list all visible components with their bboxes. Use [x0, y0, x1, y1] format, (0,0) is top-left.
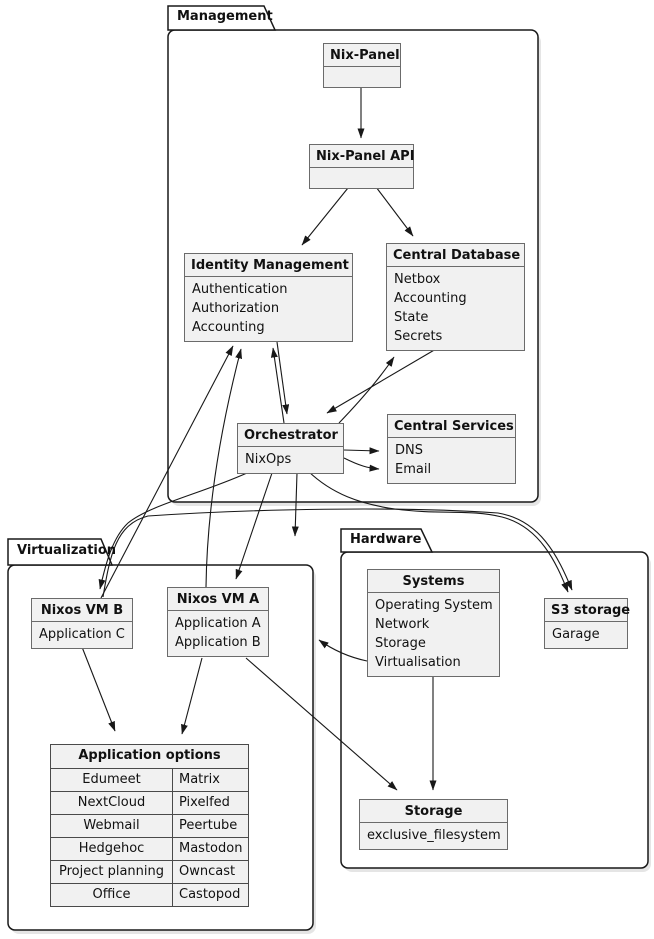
- list-item: Netbox: [394, 272, 441, 287]
- management-frame: [167, 29, 539, 503]
- node-central-services-title: Central Services: [388, 415, 515, 438]
- node-central-services: Central Services DNS Email: [387, 414, 516, 484]
- node-s3-storage: S3 storage Garage: [544, 598, 630, 649]
- list-item: Operating System: [375, 598, 493, 613]
- node-systems-body: Operating System Network Storage Virtual…: [368, 593, 499, 676]
- node-nix-panel-api-body: [310, 168, 413, 188]
- table-cell: Edumeet: [51, 768, 172, 791]
- edge-orchestrator-to-identity: [270, 347, 285, 424]
- list-item: Authorization: [192, 301, 280, 316]
- node-systems: Systems Operating System Network Storage…: [367, 569, 500, 677]
- table-cell: Owncast: [172, 860, 248, 883]
- node-central-services-body: DNS Email: [388, 438, 515, 483]
- edge-orchestrator-to-centraldb: [338, 356, 395, 424]
- virtualization-tab: [7, 538, 114, 566]
- edge-vma-to-storage: [245, 657, 398, 791]
- list-item: exclusive_filesystem: [367, 828, 501, 843]
- list-item: Application A: [175, 616, 261, 631]
- table-cell: Peertube: [172, 814, 248, 837]
- node-identity-management-body: Authentication Authorization Accounting: [185, 277, 352, 341]
- node-orchestrator-title: Orchestrator: [238, 424, 343, 447]
- list-item: Accounting: [394, 291, 467, 306]
- list-item: Application B: [175, 635, 261, 650]
- table-cell: Mastodon: [172, 837, 248, 860]
- node-nix-panel-title: Nix-Panel: [324, 44, 400, 67]
- edge-vmb-to-identity: [100, 345, 234, 599]
- list-item: Authentication: [192, 282, 288, 297]
- package-label-virtualization: Virtualization: [17, 543, 117, 558]
- list-item: Virtualisation: [375, 655, 461, 670]
- node-orchestrator-body: NixOps: [238, 447, 343, 473]
- list-item: NixOps: [245, 452, 292, 467]
- edge-orchestrator-to-vmb: [98, 472, 248, 590]
- node-identity-management: Identity Management Authentication Autho…: [184, 253, 353, 342]
- node-nixos-vm-a-body: Application A Application B: [168, 611, 268, 656]
- node-nix-panel-api-title: Nix-Panel API: [310, 145, 415, 168]
- package-label-management: Management: [177, 9, 273, 24]
- node-nixos-vm-b-body: Application C: [32, 622, 132, 648]
- node-s3-storage-body: Garage: [545, 622, 627, 648]
- edges: [81, 82, 573, 791]
- node-central-database: Central Database Netbox Accounting State…: [386, 243, 525, 351]
- table-cell: Project planning: [51, 860, 172, 883]
- list-item: Application C: [39, 627, 125, 642]
- table-cell: Webmail: [51, 814, 172, 837]
- edge-orchestrator-to-virtualization: [291, 472, 299, 537]
- hardware-tab: [340, 528, 434, 553]
- node-orchestrator: Orchestrator NixOps: [237, 423, 344, 474]
- edge-systems-to-virtualization: [318, 639, 368, 662]
- node-nixos-vm-a-title: Nixos VM A: [168, 588, 268, 611]
- edge-api-to-identity: [301, 182, 353, 246]
- edge-orchestrator-to-vma: [235, 472, 273, 580]
- edge-orchestrator-to-email: [343, 457, 380, 472]
- table-cell: Office: [51, 883, 172, 906]
- edge-vmb-to-appoptions: [81, 646, 116, 732]
- table-cell: Castopod: [172, 883, 248, 906]
- node-storage-body: exclusive_filesystem: [360, 823, 507, 849]
- node-nix-panel: Nix-Panel: [323, 43, 401, 88]
- node-application-options-title: Application options: [78, 748, 221, 763]
- list-item: DNS: [395, 443, 423, 458]
- node-nix-panel-api: Nix-Panel API: [309, 144, 415, 189]
- package-label-hardware: Hardware: [350, 532, 422, 547]
- list-item: Email: [395, 462, 432, 477]
- edge-vmb-to-s3: [102, 508, 573, 598]
- node-storage: Storage exclusive_filesystem: [359, 799, 508, 850]
- list-item: Accounting: [192, 320, 265, 335]
- node-application-options: Application options Edumeet Matrix NextC…: [50, 744, 249, 907]
- application-options-grid: Edumeet Matrix NextCloud Pixelfed Webmai…: [51, 768, 248, 906]
- node-central-database-title: Central Database: [387, 244, 524, 267]
- node-systems-title: Systems: [368, 570, 499, 593]
- management-tab: [167, 5, 277, 31]
- list-item: Garage: [552, 627, 600, 642]
- table-cell: Matrix: [172, 768, 248, 791]
- table-cell: NextCloud: [51, 791, 172, 814]
- node-identity-management-title: Identity Management: [185, 254, 352, 277]
- edge-identity-to-orchestrator: [276, 341, 290, 415]
- node-s3-storage-title: S3 storage: [545, 599, 630, 622]
- node-nixos-vm-b-title: Nixos VM B: [32, 599, 132, 622]
- list-item: Secrets: [394, 329, 443, 344]
- edge-vma-to-appoptions: [181, 657, 203, 735]
- list-item: Storage: [375, 636, 426, 651]
- table-cell: Pixelfed: [172, 791, 248, 814]
- list-item: State: [394, 310, 429, 325]
- list-item: Network: [375, 617, 430, 632]
- edge-api-to-centraldb: [372, 182, 414, 237]
- node-nixos-vm-a: Nixos VM A Application A Application B: [167, 587, 269, 657]
- edge-orchestrator-to-s3: [307, 470, 569, 593]
- table-cell: Hedgehoc: [51, 837, 172, 860]
- edge-vma-to-identity: [205, 348, 243, 588]
- node-storage-title: Storage: [360, 800, 507, 823]
- edge-centraldb-to-orchestrator: [326, 348, 437, 414]
- node-nix-panel-body: [324, 67, 400, 87]
- edge-orchestrator-to-dns: [343, 447, 380, 455]
- node-nixos-vm-b: Nixos VM B Application C: [31, 598, 133, 649]
- node-central-database-body: Netbox Accounting State Secrets: [387, 267, 524, 350]
